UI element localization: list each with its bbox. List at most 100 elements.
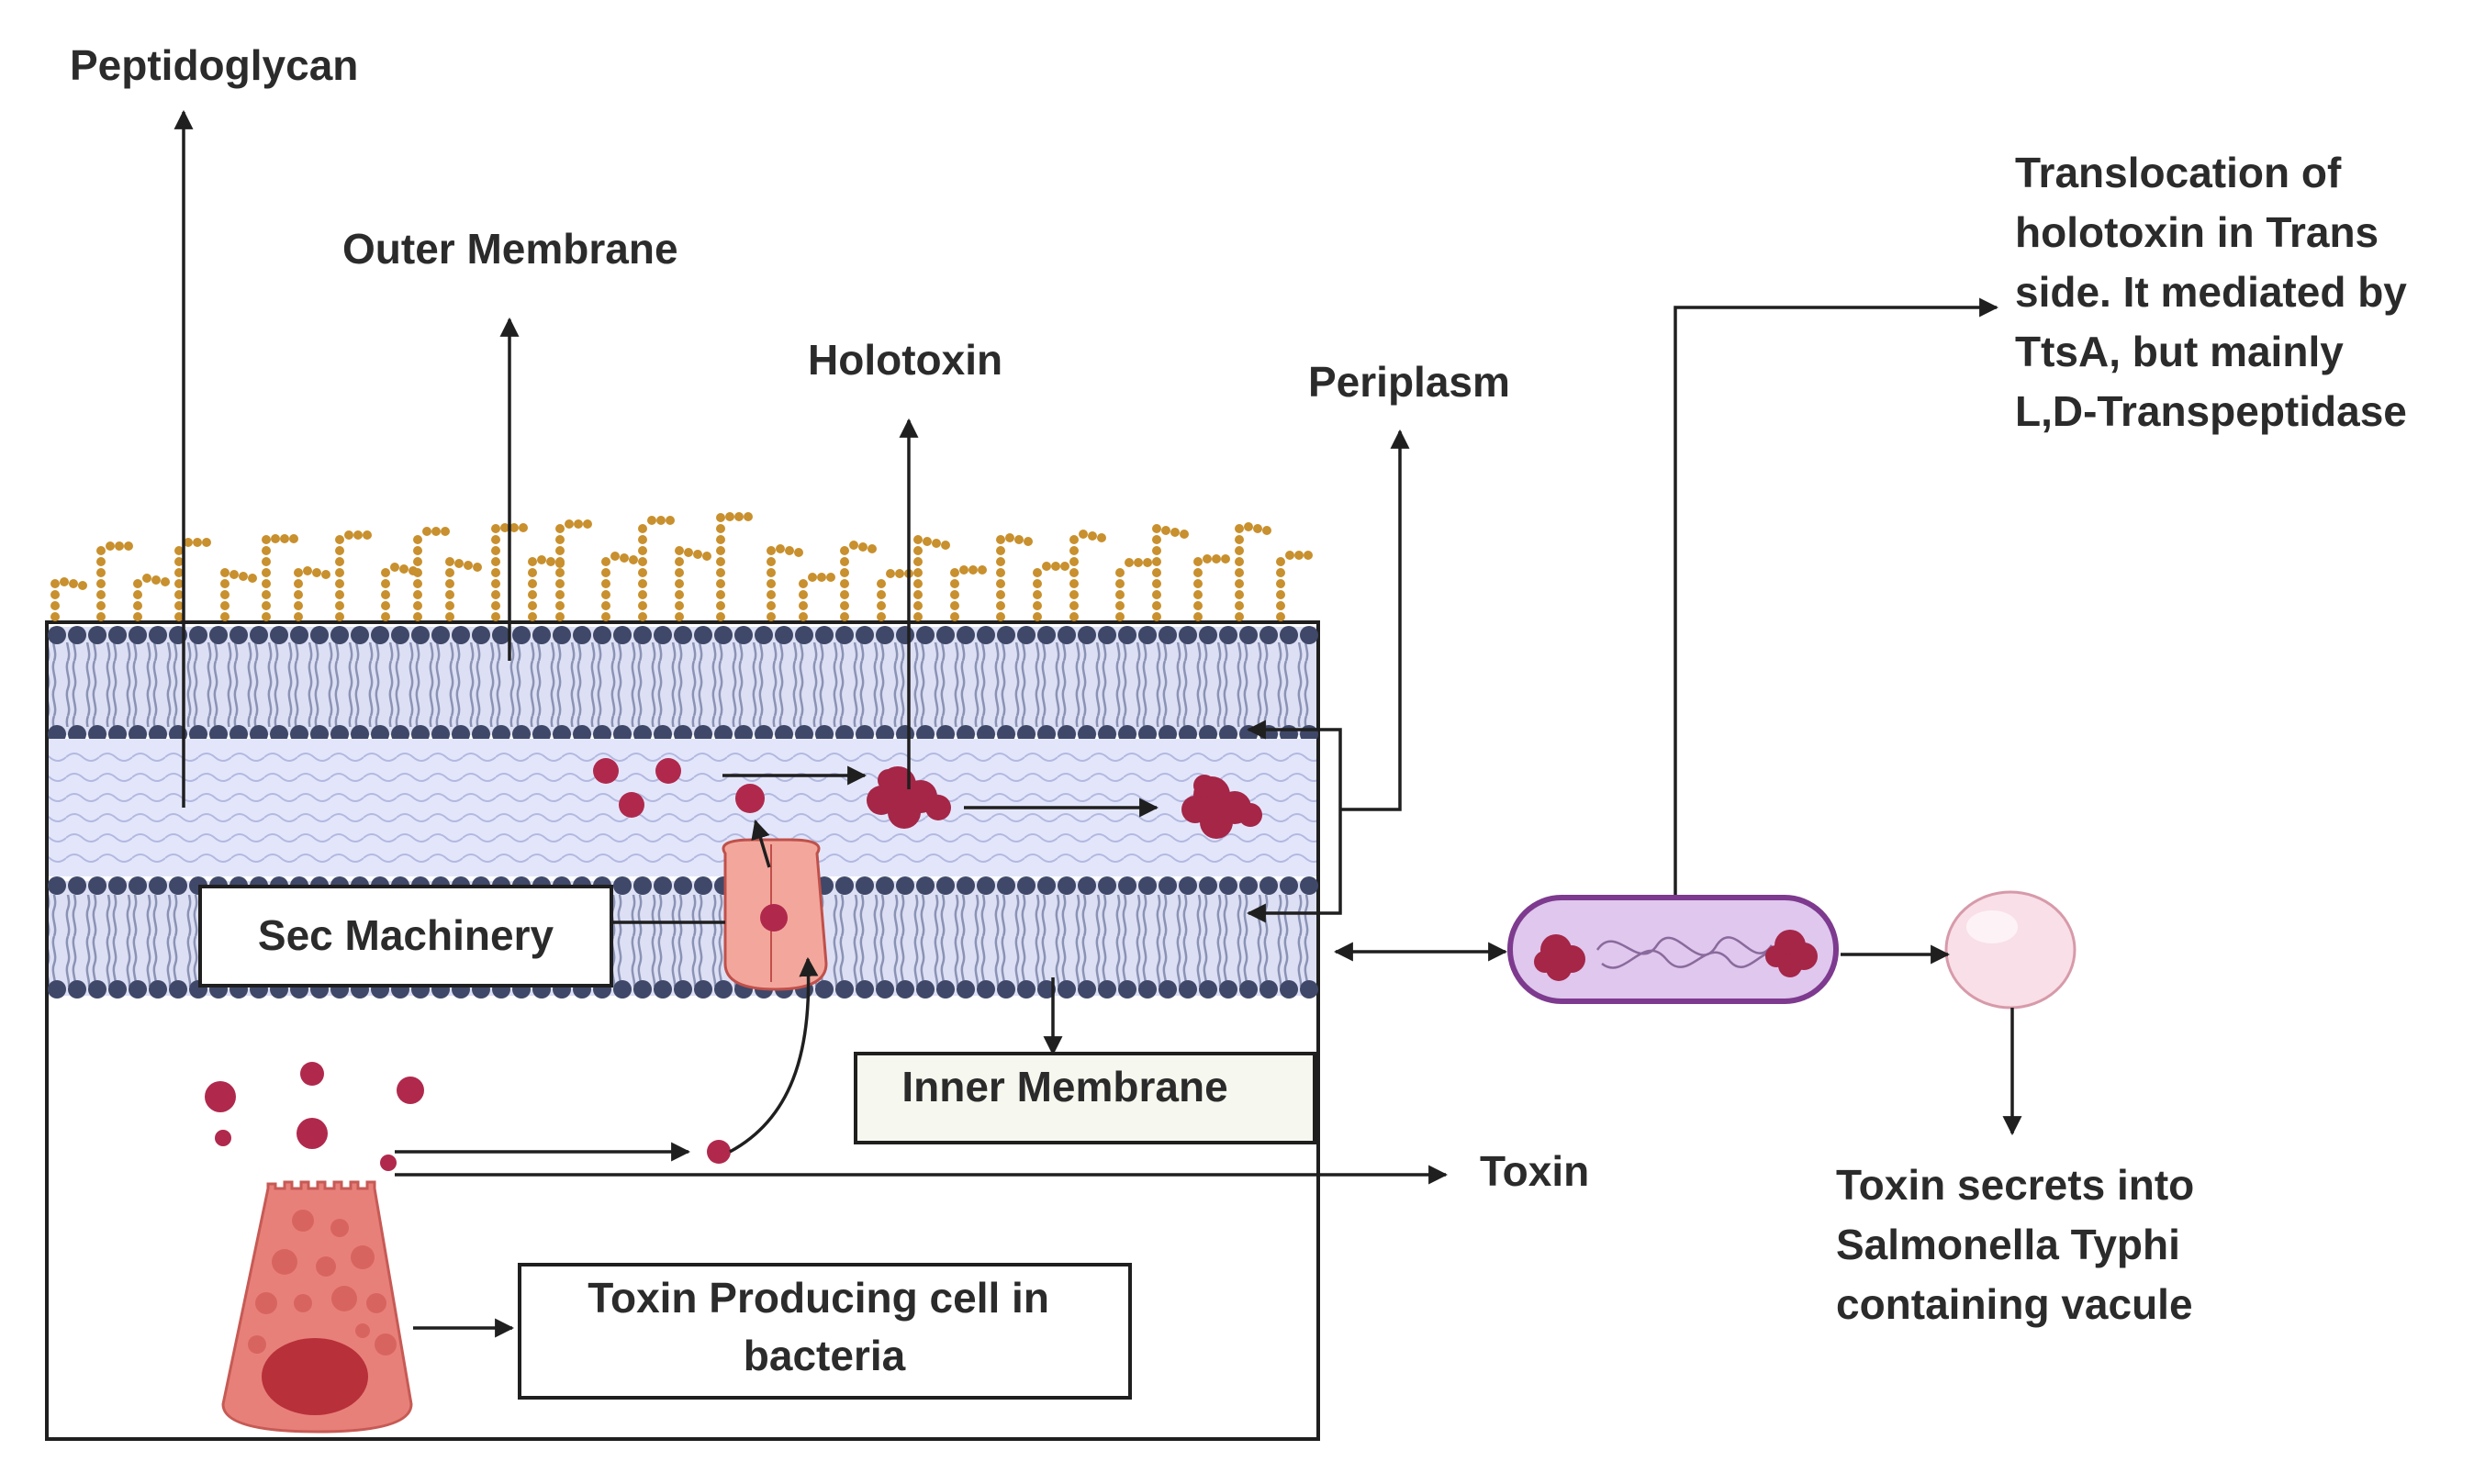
holotoxin-complex-1 — [867, 766, 951, 829]
lipid-head — [88, 876, 106, 895]
peptidoglycan-unit — [716, 579, 725, 588]
peptidoglycan-unit — [220, 601, 229, 610]
peptidoglycan-unit — [716, 524, 725, 533]
peptidoglycan-unit — [381, 579, 390, 588]
peptidoglycan-unit — [335, 535, 344, 544]
peptidoglycan-unit — [767, 568, 776, 577]
sec-machinery-box — [198, 885, 613, 987]
label-toxin-secretes-line-2: Salmonella Typhi — [1836, 1221, 2180, 1268]
peptidoglycan-unit — [262, 568, 271, 577]
lipid-head — [1037, 980, 1056, 999]
lipid-head — [1300, 876, 1318, 895]
peptidoglycan-unit — [638, 579, 647, 588]
lipid-head — [189, 626, 207, 644]
peptidoglycan-unit — [638, 535, 647, 544]
peptidoglycan-unit — [500, 523, 509, 532]
peptidoglycan-unit — [96, 546, 106, 555]
lipid-head — [310, 626, 329, 644]
peptidoglycan-unit — [996, 579, 1005, 588]
peptidoglycan-unit — [675, 579, 684, 588]
peptidoglycan-unit — [620, 553, 629, 563]
peptidoglycan-unit — [555, 601, 565, 610]
peptidoglycan-unit — [799, 590, 808, 599]
label-translocation-line-4: TtsA, but mainly — [2015, 328, 2344, 375]
peptidoglycan-unit — [684, 548, 693, 557]
peptidoglycan-unit — [858, 542, 868, 552]
peptidoglycan-unit — [877, 590, 886, 599]
peptidoglycan-unit — [555, 535, 565, 544]
lipid-head — [1098, 626, 1116, 644]
peptidoglycan-unit — [381, 601, 390, 610]
lipid-head — [1239, 626, 1258, 644]
peptidoglycan-unit — [509, 523, 519, 532]
peptidoglycan-unit — [1069, 546, 1079, 555]
lipid-head — [1118, 626, 1136, 644]
peptidoglycan-unit — [1235, 579, 1244, 588]
lipid-head — [674, 626, 692, 644]
lipid-head — [48, 980, 66, 999]
peptidoglycan-unit — [808, 573, 817, 582]
peptidoglycan-unit — [794, 548, 803, 557]
lipid-head — [492, 626, 510, 644]
peptidoglycan-unit — [840, 546, 849, 555]
lipid-head — [1159, 876, 1177, 895]
lipid-head — [1138, 980, 1157, 999]
peptidoglycan-unit — [96, 590, 106, 599]
peptidoglycan-unit — [151, 575, 161, 585]
peptidoglycan-unit — [716, 546, 725, 555]
peptidoglycan-unit — [1143, 558, 1152, 567]
peptidoglycan-unit — [950, 612, 959, 621]
peptidoglycan-unit — [1069, 557, 1079, 566]
lipid-head — [997, 626, 1015, 644]
lipid-head — [916, 626, 935, 644]
producing-cell-nucleus — [262, 1338, 368, 1415]
peptidoglycan-unit — [413, 601, 422, 610]
peptidoglycan-unit — [69, 579, 78, 588]
lipid-head — [613, 876, 632, 895]
lipid-head — [108, 626, 127, 644]
peptidoglycan-unit — [638, 546, 647, 555]
peptidoglycan-unit — [262, 535, 271, 544]
peptidoglycan-unit — [445, 601, 454, 610]
peptidoglycan-unit — [464, 561, 473, 570]
peptidoglycan-unit — [262, 601, 271, 610]
peptidoglycan-unit — [913, 546, 923, 555]
peptidoglycan-unit — [959, 565, 968, 575]
label-toxin-producing-cell-line-2: bacteria — [744, 1332, 906, 1379]
peptidoglycan-unit — [1276, 590, 1285, 599]
lipid-head — [936, 626, 955, 644]
lipid-head — [129, 876, 147, 895]
lipid-head — [1118, 876, 1136, 895]
peptidoglycan-unit — [335, 590, 344, 599]
label-toxin-secretes: Toxin secrets into Salmonella Typhi cont… — [1836, 1161, 2206, 1328]
peptidoglycan-unit — [826, 573, 835, 582]
peptidoglycan-unit — [537, 555, 546, 564]
lipid-head — [694, 980, 712, 999]
peptidoglycan-unit — [817, 573, 826, 582]
peptidoglycan-unit — [262, 579, 271, 588]
peptidoglycan-unit — [693, 550, 702, 559]
peptidoglycan-unit — [629, 555, 638, 564]
lipid-head — [957, 876, 975, 895]
peptidoglycan-unit — [528, 590, 537, 599]
lipid-head — [633, 980, 652, 999]
lipid-head — [391, 626, 409, 644]
lipid-head — [351, 626, 369, 644]
peptidoglycan-unit — [675, 568, 684, 577]
lipid-head — [1098, 876, 1116, 895]
lipid-head — [532, 626, 551, 644]
label-toxin-secretes-line-1: Toxin secrets into — [1836, 1161, 2194, 1209]
peptidoglycan-unit — [1235, 524, 1244, 533]
lipid-head — [1179, 876, 1197, 895]
peptidoglycan-unit — [473, 563, 482, 572]
peptidoglycan-unit — [1161, 526, 1170, 535]
lipid-head — [1078, 876, 1096, 895]
peptidoglycan-unit — [1221, 554, 1230, 563]
peptidoglycan-unit — [96, 612, 106, 621]
peptidoglycan-unit — [601, 612, 610, 621]
peptidoglycan-unit — [294, 612, 303, 621]
peptidoglycan-unit — [868, 544, 877, 553]
peptidoglycan-unit — [413, 535, 422, 544]
peptidoglycan-unit — [381, 568, 390, 577]
